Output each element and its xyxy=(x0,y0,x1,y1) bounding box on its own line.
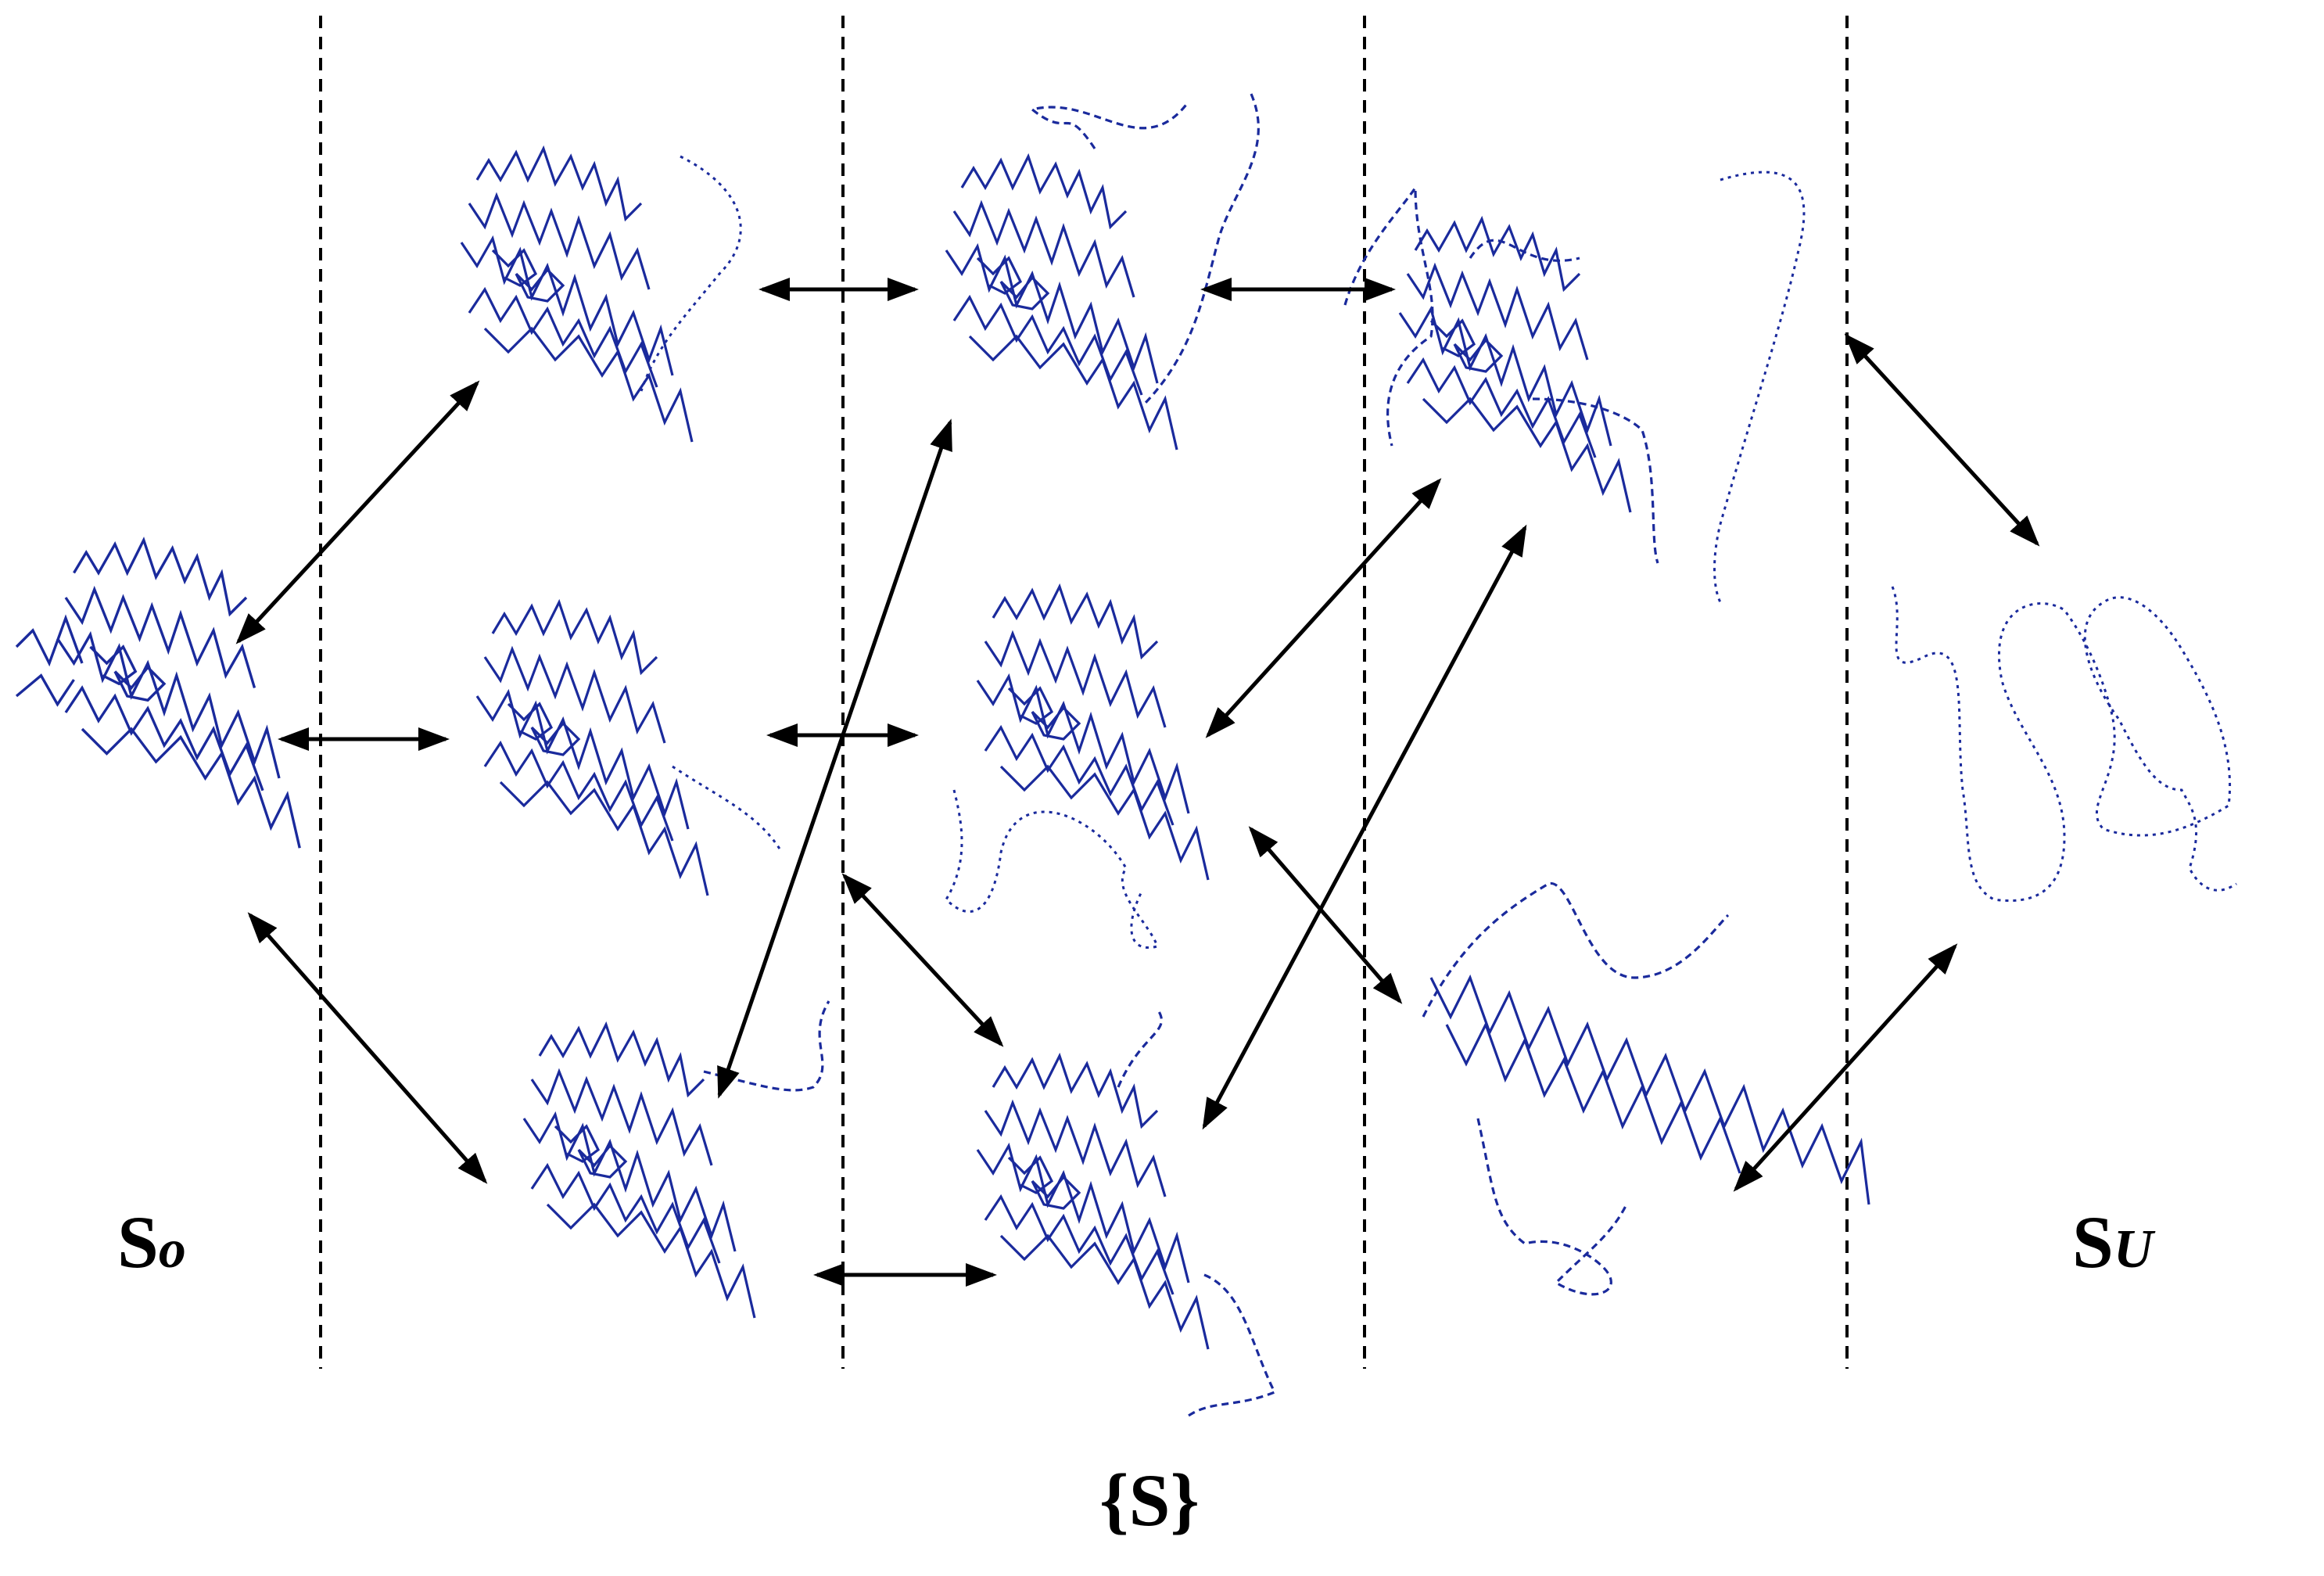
structure-su xyxy=(1891,586,2237,902)
structure-a2 xyxy=(945,93,1260,451)
structure-s0 xyxy=(15,538,301,849)
transition-arrows xyxy=(235,278,2040,1287)
unfolded-state-subscript: U xyxy=(2114,1219,2156,1280)
unfolded-state-label: SU xyxy=(2072,1201,2156,1283)
arrow-s0-a3 xyxy=(247,912,488,1184)
ensemble-label: {S} xyxy=(1099,1459,1200,1542)
structure-c2 xyxy=(1422,882,1870,1296)
folded-state-subscript: o xyxy=(159,1219,186,1280)
structure-b2 xyxy=(1343,171,1806,603)
structure-a3 xyxy=(522,1000,830,1319)
arrow-c1-b2 xyxy=(1202,524,1527,1130)
structure-b3 xyxy=(945,585,1210,949)
folded-state-label: So xyxy=(117,1201,186,1283)
arrow-b3-b2 xyxy=(1205,478,1442,738)
arrow-b2-su xyxy=(1844,333,2040,547)
arrow-c2-su xyxy=(1733,943,1958,1192)
structure-a1 xyxy=(460,147,742,443)
unfolded-state-symbol: S xyxy=(2072,1201,2114,1283)
arrow-a3-a2 xyxy=(717,418,952,1099)
folded-state-symbol: S xyxy=(117,1201,159,1283)
arrow-s0-a1 xyxy=(235,380,480,644)
structure-b1 xyxy=(475,601,784,897)
arrow-b3-c2 xyxy=(1248,826,1403,1004)
structure-c1 xyxy=(976,1008,1277,1417)
arrow-b1-c1 xyxy=(841,873,1004,1047)
